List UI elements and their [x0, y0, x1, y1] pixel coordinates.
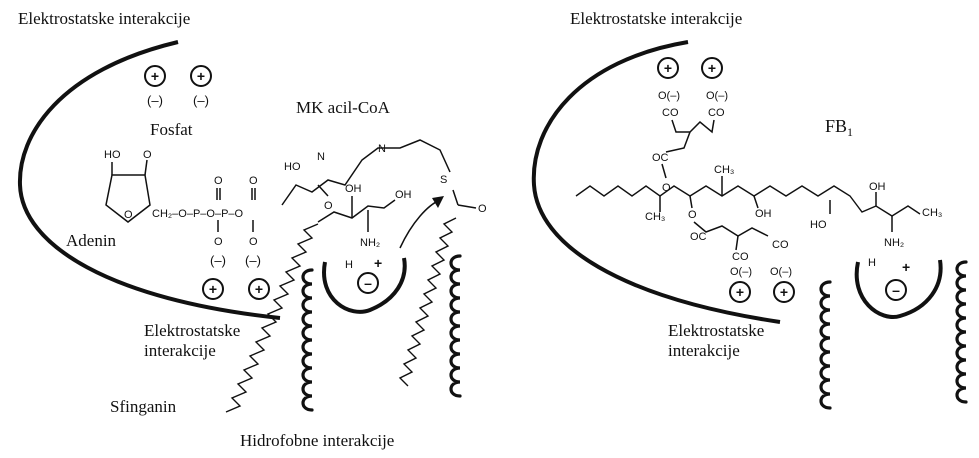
- svg-text:CO: CO: [732, 251, 749, 263]
- svg-text:O: O: [214, 175, 223, 187]
- left-bottom-label-2: interakcije: [144, 341, 216, 360]
- svg-text:CH₃: CH₃: [922, 207, 942, 219]
- sphinganine-label: Sfinganin: [110, 397, 177, 416]
- phosphate-chain-bonds: O O O O: [214, 175, 258, 248]
- right-bottom-label-2: interakcije: [668, 341, 740, 360]
- svg-text:CH₃: CH₃: [645, 211, 665, 223]
- fb1-substituents: CH₃ CH₃ OH HO OH CH₃ NH₂ H O: [645, 164, 942, 269]
- fb1-backbone: [575, 185, 921, 217]
- right-active-site-plus: +: [902, 259, 910, 275]
- svg-text:O: O: [249, 175, 258, 187]
- svg-text:+: +: [664, 60, 672, 76]
- svg-text:N: N: [317, 151, 325, 163]
- svg-text:+: +: [197, 68, 205, 84]
- left-bottom-plus-2: +: [248, 278, 270, 300]
- right-bottom-label-1: Elektrostatske: [668, 321, 764, 340]
- reaction-arrowhead: [432, 196, 444, 208]
- reaction-arrow: [399, 199, 441, 249]
- phosphate-minus-2: (–): [245, 253, 261, 268]
- left-pocket-arc: [17, 40, 281, 320]
- acylcoa-label: MK acil-CoA: [296, 98, 391, 117]
- enzyme-helix-2: [449, 254, 462, 398]
- svg-text:H: H: [345, 259, 353, 271]
- left-top-plus-1: +: [144, 65, 166, 87]
- svg-text:O(–): O(–): [706, 90, 728, 102]
- svg-text:OH: OH: [345, 183, 362, 195]
- right-active-site-arc: [854, 259, 943, 319]
- svg-text:OH: OH: [869, 181, 886, 193]
- svg-text:CH₃: CH₃: [714, 164, 734, 176]
- svg-text:CO: CO: [662, 107, 679, 119]
- svg-text:O: O: [662, 182, 671, 194]
- svg-text:OH: OH: [395, 189, 412, 201]
- right-enzyme-helix-1: [819, 280, 832, 410]
- right-enzyme-helix-2: [955, 260, 968, 404]
- svg-text:+: +: [209, 281, 217, 297]
- right-active-site-minus: –: [885, 279, 907, 301]
- svg-text:O: O: [249, 236, 258, 248]
- adenine-label: Adenin: [66, 231, 117, 250]
- svg-text:+: +: [736, 284, 744, 300]
- svg-text:O: O: [478, 203, 487, 215]
- sphinganine-chain-zigzag: [225, 223, 319, 413]
- svg-text:OC: OC: [690, 231, 707, 243]
- left-top-minus-2: (–): [193, 93, 209, 108]
- svg-text:HO: HO: [284, 161, 301, 173]
- svg-text:O(–): O(–): [730, 266, 752, 278]
- left-top-plus-2: +: [190, 65, 212, 87]
- svg-text:+: +: [780, 284, 788, 300]
- svg-text:CO: CO: [708, 107, 725, 119]
- left-bottom-label-1: Elektrostatske: [144, 321, 240, 340]
- left-top-label: Elektrostatske interakcije: [18, 9, 190, 28]
- svg-text:+: +: [151, 68, 159, 84]
- svg-text:H: H: [868, 257, 876, 269]
- svg-text:CO: CO: [772, 239, 789, 251]
- svg-text:+: +: [708, 60, 716, 76]
- svg-text:OC: OC: [652, 152, 669, 164]
- svg-text:O(–): O(–): [770, 266, 792, 278]
- svg-text:N: N: [378, 143, 386, 155]
- svg-text:O: O: [688, 209, 697, 221]
- svg-text:OH: OH: [755, 208, 772, 220]
- svg-text:+: +: [255, 281, 263, 297]
- hydrophobic-label: Hidrofobne interakcije: [240, 431, 394, 450]
- svg-text:HO: HO: [810, 219, 827, 231]
- svg-text:O: O: [143, 149, 152, 161]
- svg-text:–: –: [364, 275, 372, 291]
- right-top-plus-2: +: [701, 57, 723, 79]
- svg-text:O: O: [214, 236, 223, 248]
- svg-text:O: O: [124, 209, 133, 221]
- svg-text:–: –: [892, 282, 900, 298]
- left-active-site-arc: [322, 257, 407, 314]
- acyl-chain-zigzag: [398, 217, 457, 387]
- svg-text:NH₂: NH₂: [360, 237, 380, 249]
- right-bottom-plus-1: +: [729, 281, 751, 303]
- svg-text:HO: HO: [104, 149, 121, 161]
- phosphate-minus-1: (–): [210, 253, 226, 268]
- right-bottom-plus-2: +: [773, 281, 795, 303]
- svg-text:S: S: [440, 174, 447, 186]
- right-pocket-arc: [531, 40, 781, 324]
- enzyme-helix-1: [301, 268, 314, 412]
- left-top-minus-1: (–): [147, 93, 163, 108]
- svg-text:O(–): O(–): [658, 90, 680, 102]
- left-active-site-minus: –: [357, 272, 379, 294]
- pantetheine-arm: HO N N S O O: [281, 139, 487, 215]
- left-active-site-plus: +: [374, 255, 382, 271]
- right-top-plus-1: +: [657, 57, 679, 79]
- left-bottom-plus-1: +: [202, 278, 224, 300]
- phosphate-chain-text: CH₂–O–P–O–P–O: [152, 208, 244, 220]
- sphinganine-head: OH OH NH₂ H: [317, 183, 412, 271]
- svg-text:O: O: [324, 200, 333, 212]
- phosphate-label: Fosfat: [150, 120, 193, 139]
- fb1-label: FB1: [825, 116, 853, 139]
- svg-text:NH₂: NH₂: [884, 237, 904, 249]
- bottom-tricarballylic-group: OC CO CO O(–) O(–): [690, 221, 792, 278]
- right-top-label: Elektrostatske interakcije: [570, 9, 742, 28]
- ribose-ring: HO O O: [104, 149, 152, 223]
- top-tricarballylic-group: O(–) O(–) CO CO OC O: [652, 90, 728, 194]
